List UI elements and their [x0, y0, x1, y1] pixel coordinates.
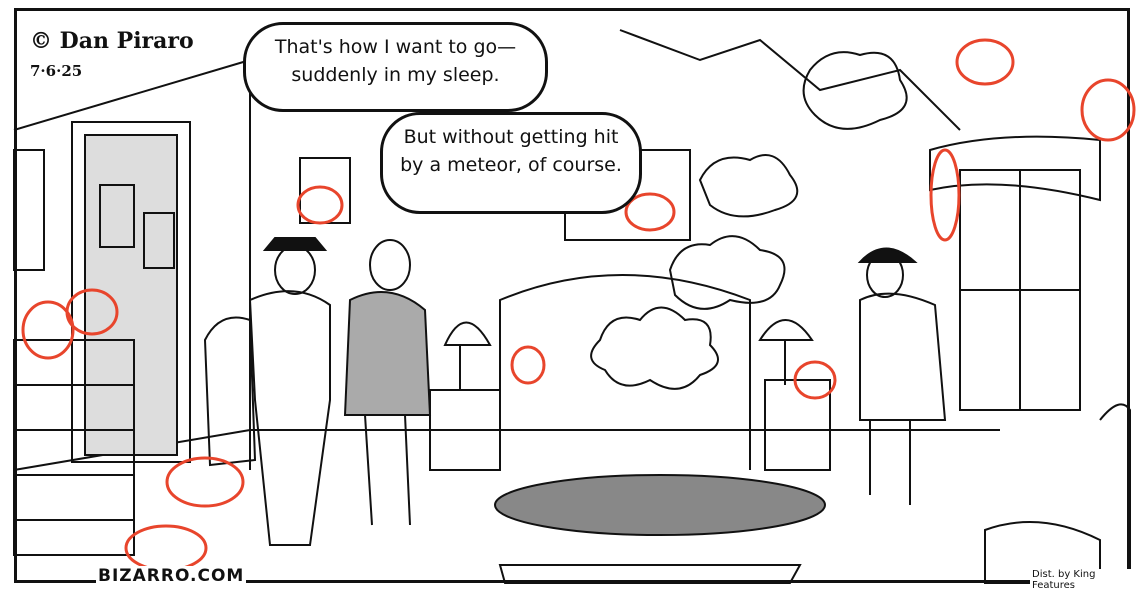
signature-name: © Dan Piraro — [30, 28, 194, 54]
distributor-credit: Dist. by King Features — [1030, 569, 1138, 591]
portrait-woman — [99, 184, 135, 248]
portrait-skeleton — [143, 212, 175, 269]
room-walls — [13, 59, 1000, 471]
website-credit: BIZARRO.COM — [96, 566, 247, 586]
door — [71, 121, 191, 463]
lamp-left — [443, 321, 492, 390]
nightstand-right — [764, 379, 831, 471]
artist-signature: © Dan Piraro 7·6·25 — [30, 30, 194, 82]
dresser — [13, 339, 135, 556]
bed-headboard — [499, 274, 751, 470]
door-interior — [84, 134, 178, 456]
ceiling-cracks — [619, 29, 961, 131]
firefighter — [859, 292, 947, 421]
smoke-cloud — [668, 235, 786, 310]
smoke-cloud — [590, 306, 719, 390]
signature-date: 7·6·25 — [30, 62, 83, 80]
detective — [343, 291, 432, 416]
armchair-right — [984, 403, 1131, 584]
lamp-right — [758, 319, 814, 385]
smoke-cloud — [802, 51, 908, 130]
police-cap — [262, 237, 328, 251]
highlight-circles — [21, 38, 1136, 572]
armchair — [203, 316, 257, 467]
rug — [498, 564, 802, 584]
wall-picture-left — [13, 149, 45, 271]
police-officer — [248, 290, 331, 546]
speech-bubble-officer: That's how I want to go— suddenly in my … — [243, 22, 548, 112]
curtain-valance — [929, 135, 1101, 202]
meteor-crater — [494, 474, 826, 536]
speech-bubble-detective: But without getting hit by a meteor, of … — [380, 112, 642, 214]
fire-helmet — [857, 247, 918, 263]
nightstand-left — [429, 389, 501, 471]
smoke-cloud — [698, 154, 799, 218]
